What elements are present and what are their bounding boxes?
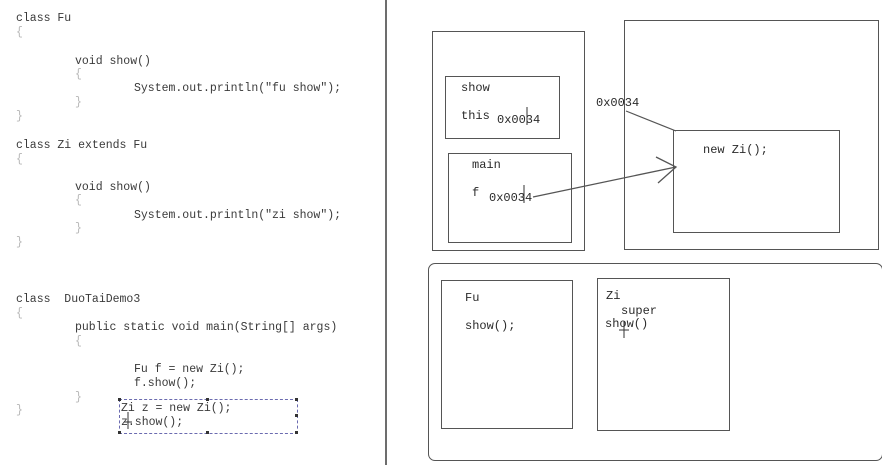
fu-class-method: show(); bbox=[465, 319, 516, 333]
main-method-signature: public static void main(String[] args) bbox=[75, 321, 338, 334]
zi-method-open-brace: { bbox=[75, 194, 82, 207]
demo-open-brace: { bbox=[16, 307, 23, 320]
this-label: this bbox=[461, 109, 490, 123]
heap-object-address: 0x0034 bbox=[596, 96, 640, 110]
selection-handle[interactable] bbox=[295, 431, 298, 434]
selection-handle[interactable] bbox=[118, 431, 121, 434]
zi-object-box bbox=[673, 130, 840, 233]
fu-variable-line: Fu f = new Zi(); bbox=[134, 363, 245, 376]
zi-method-close-brace: } bbox=[75, 222, 82, 235]
zi-class-decl: class Zi extends Fu bbox=[16, 139, 148, 152]
fu-close-brace: } bbox=[16, 110, 23, 123]
reference-arrow bbox=[532, 166, 677, 198]
fu-class-box bbox=[441, 280, 573, 429]
main-stack-frame bbox=[448, 153, 572, 243]
zi-object-label: new Zi(); bbox=[703, 143, 768, 157]
fu-open-brace: { bbox=[16, 26, 23, 39]
z-show-call-line[interactable]: z.show(); bbox=[121, 416, 184, 429]
main-close-brace: } bbox=[75, 391, 82, 404]
arrow-head bbox=[655, 156, 678, 184]
fu-method-open-brace: { bbox=[75, 68, 82, 81]
heap-area bbox=[624, 20, 879, 250]
zi-class-box bbox=[597, 278, 730, 431]
main-frame-title: main bbox=[472, 158, 501, 172]
show-frame-title: show bbox=[461, 81, 490, 95]
f-show-call-line: f.show(); bbox=[134, 377, 197, 390]
stack-area bbox=[432, 31, 585, 251]
f-label: f bbox=[472, 186, 480, 200]
fu-method-close-brace: } bbox=[75, 96, 82, 109]
zi-print-statement: System.out.println("zi show"); bbox=[134, 209, 342, 222]
selection-handle[interactable] bbox=[206, 431, 209, 434]
zi-close-brace: } bbox=[16, 236, 23, 249]
selection-handle[interactable] bbox=[118, 398, 121, 401]
panel-divider bbox=[385, 0, 387, 465]
zi-class-title: Zi bbox=[606, 289, 621, 303]
selection-handle[interactable] bbox=[295, 398, 298, 401]
zi-variable-line[interactable]: Zi z = new Zi(); bbox=[121, 402, 232, 415]
f-address: 0x0034 bbox=[489, 191, 533, 205]
this-address: 0x0034 bbox=[497, 113, 541, 127]
zi-show-method: void show() bbox=[75, 181, 151, 194]
fu-show-method: void show() bbox=[75, 55, 151, 68]
method-area bbox=[428, 263, 882, 461]
fu-class-title: Fu bbox=[465, 291, 480, 305]
fu-print-statement: System.out.println("fu show"); bbox=[134, 82, 342, 95]
address-leader-line bbox=[625, 110, 677, 132]
demo-class-decl: class DuoTaiDemo3 bbox=[16, 293, 141, 306]
zi-super-ref: super bbox=[621, 304, 658, 318]
zi-class-method: show() bbox=[605, 317, 649, 331]
demo-close-brace: } bbox=[16, 404, 23, 417]
fu-class-decl: class Fu bbox=[16, 12, 72, 25]
selection-handle[interactable] bbox=[206, 398, 209, 401]
main-open-brace: { bbox=[75, 335, 82, 348]
selection-handle[interactable] bbox=[295, 414, 298, 417]
show-stack-frame bbox=[445, 76, 560, 139]
zi-open-brace: { bbox=[16, 153, 23, 166]
